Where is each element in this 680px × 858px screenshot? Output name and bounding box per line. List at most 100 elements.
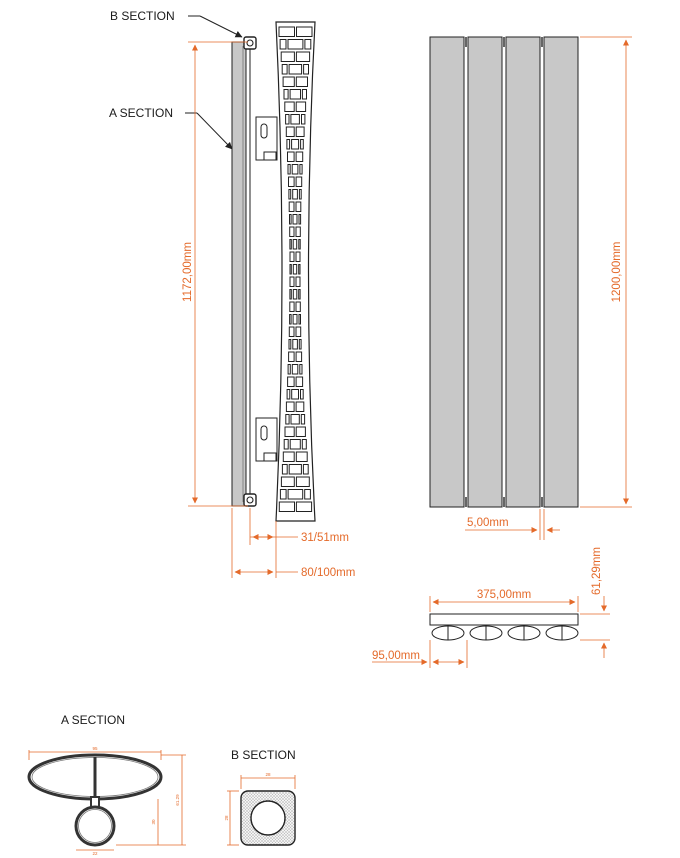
brick <box>286 389 291 400</box>
brick <box>298 314 301 325</box>
top-view <box>429 613 579 641</box>
bottom-connector-bore <box>246 496 254 504</box>
wall-gap-dimension: 31/51mm <box>249 508 349 578</box>
brick <box>303 64 310 75</box>
brick <box>298 264 301 275</box>
front-height-dimension: 1200,00mm <box>580 36 632 508</box>
brick <box>284 101 295 112</box>
brick <box>295 426 306 437</box>
brick <box>302 464 309 475</box>
b-section-title: B SECTION <box>231 748 296 762</box>
side-height-label: 1172,00mm <box>182 242 194 302</box>
b-height-label: 28 <box>224 815 229 821</box>
top-depth-label: 61,29mm <box>591 547 603 595</box>
brick <box>281 464 288 475</box>
brick <box>282 76 295 87</box>
side-view <box>231 21 316 522</box>
a-tube-width-label: 22 <box>92 851 98 856</box>
brick <box>291 139 300 150</box>
a-width-label: 95 <box>92 746 98 751</box>
brick <box>291 164 299 175</box>
brick <box>295 76 308 87</box>
gap-dimension: 5,00mm <box>465 509 560 540</box>
brick <box>295 351 303 362</box>
brick <box>300 389 304 400</box>
brick <box>295 226 301 237</box>
brick <box>288 201 295 212</box>
column-pitch-dimension: 95,00mm <box>372 640 468 668</box>
brick <box>298 239 301 250</box>
brick <box>280 51 295 62</box>
brick <box>301 114 306 125</box>
brick <box>298 339 302 350</box>
brick <box>300 414 306 425</box>
brick <box>304 39 312 50</box>
brick <box>288 64 303 75</box>
brick <box>278 26 295 37</box>
front-column-3 <box>505 36 541 508</box>
depth-label: 80/100mm <box>301 567 355 579</box>
brick <box>299 364 303 375</box>
a-section-dimensions: 95 61.29 30 22 <box>28 746 186 856</box>
gap-label: 5,00mm <box>467 517 509 529</box>
brick <box>287 39 304 50</box>
brick <box>296 26 313 37</box>
brick <box>295 126 305 137</box>
front-view <box>429 36 579 508</box>
brick <box>284 426 295 437</box>
column-pitch-label: 95,00mm <box>372 650 420 662</box>
brick <box>291 364 299 375</box>
top-connector-bore <box>246 39 254 47</box>
brick <box>288 351 295 362</box>
top-view-tubes <box>431 625 579 641</box>
brick <box>285 126 295 137</box>
front-column-4 <box>543 36 579 508</box>
a-section-title: A SECTION <box>61 713 125 727</box>
brick <box>292 264 298 275</box>
brick <box>289 239 292 250</box>
brick <box>289 251 295 262</box>
brick <box>278 501 295 512</box>
front-height-label: 1200,00mm <box>611 242 623 303</box>
brick <box>282 451 295 462</box>
a-section-detail: A SECTION 95 61.29 30 22 <box>27 713 186 856</box>
brick <box>287 151 295 162</box>
brick <box>292 189 298 200</box>
brick <box>279 39 287 50</box>
brick <box>291 389 300 400</box>
upper-wall-bracket <box>255 116 278 161</box>
brick <box>301 439 307 450</box>
brick <box>287 489 304 500</box>
brick <box>285 414 290 425</box>
brick <box>289 289 292 300</box>
brick <box>279 489 287 500</box>
brick <box>292 339 298 350</box>
brick <box>289 314 292 325</box>
brick <box>295 376 304 387</box>
brick <box>288 339 292 350</box>
brick <box>295 151 304 162</box>
brick <box>295 326 302 337</box>
brick <box>283 89 289 100</box>
lower-wall-bracket <box>255 417 278 462</box>
brick <box>288 189 292 200</box>
wall-gap-label: 31/51mm <box>301 532 349 544</box>
brick <box>289 439 301 450</box>
a-tube-depth-label: 30 <box>151 819 156 825</box>
a-section-callout: A SECTION <box>109 106 233 150</box>
brick <box>289 264 292 275</box>
brick <box>295 201 302 212</box>
brick <box>290 114 300 125</box>
b-section-dimensions: 28 28 <box>224 772 296 846</box>
brick <box>304 489 311 500</box>
brick <box>295 276 301 287</box>
top-connector <box>243 36 257 50</box>
brick <box>289 226 295 237</box>
front-column-1 <box>429 36 465 508</box>
brick <box>286 139 291 150</box>
b-width-label: 28 <box>265 772 271 777</box>
a-tube-height-label: 61.29 <box>175 794 180 806</box>
brick <box>295 51 311 62</box>
brick <box>287 364 291 375</box>
top-depth-dimension: 61,29mm <box>580 547 610 658</box>
